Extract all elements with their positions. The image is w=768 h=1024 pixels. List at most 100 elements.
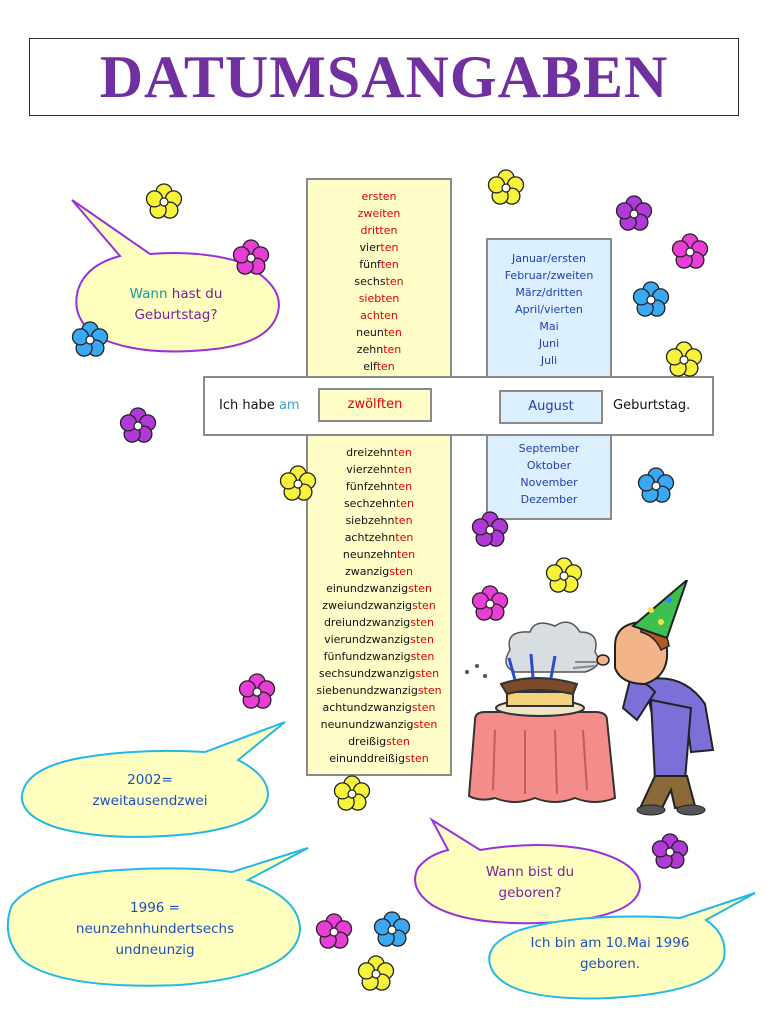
sentence-day-box: zwölften (318, 388, 432, 422)
ordinal-suffix: sten (410, 616, 435, 629)
ordinal-item: vierten (308, 239, 450, 256)
ordinal-suffix: ten (394, 514, 413, 527)
bubble-wann-bist-line2: geboren? (498, 885, 562, 901)
ordinal-suffix: achten (360, 309, 398, 322)
magenta-flower-icon (471, 585, 509, 621)
ordinal-item: fünften (308, 256, 450, 273)
month-item: Oktober (526, 459, 572, 472)
bubble-wann-hast-text: Wann hast du Geburtstag? (96, 284, 256, 326)
ordinal-suffix: sten (389, 565, 414, 578)
ordinal-suffix: sten (410, 633, 434, 646)
ordinal-stem: vierundzwanzig (324, 633, 411, 646)
month-item: März/dritten (515, 286, 583, 299)
bubble-answer-line1: Ich bin am 10.Mai 1996 (530, 935, 690, 951)
ordinal-item: einunddreißigsten (308, 750, 450, 767)
ordinal-stem: vier (359, 241, 381, 254)
month-item: Mai (539, 320, 559, 333)
ordinal-stem: einundzwanzig (326, 582, 409, 595)
ordinal-stem: elf (363, 360, 377, 373)
ordinal-suffix: ten (395, 531, 414, 544)
month-item: Februar/zweiten (504, 269, 594, 282)
ordinal-item: vierundzwanzigsten (308, 631, 450, 648)
ordinal-item: achten (308, 307, 450, 324)
ordinal-item: sechsten (308, 273, 450, 290)
ordinal-item: fünfundzwanzigsten (308, 648, 450, 665)
ordinal-item: achtundzwanzigsten (308, 699, 450, 716)
ordinal-stem: sechzehn (343, 497, 396, 510)
ordinal-stem: neun (356, 326, 384, 339)
ordinal-item: siebenundzwanzigsten (308, 682, 450, 699)
ordinal-stem: fünf (359, 258, 381, 271)
ordinal-suffix: sten (408, 582, 432, 595)
ordinal-item: dreiundzwanzigsten (308, 614, 450, 631)
ordinal-suffix: ten (376, 360, 395, 373)
yellow-flower-icon (487, 169, 525, 205)
speech-bubble-2002 (20, 721, 286, 838)
ordinal-suffix: sten (386, 735, 410, 748)
ordinal-item: zehnten (308, 341, 450, 358)
ordinal-item: vierzehnten (308, 461, 450, 478)
ordinal-suffix: sten (410, 650, 435, 663)
ordinal-suffix: ten (385, 275, 404, 288)
bubble-wann-word: Wann (129, 286, 168, 302)
ordinal-stem: sechs (354, 275, 386, 288)
bubble-1996-line2: neunzehnhundertsechs (75, 921, 235, 937)
purple-flower-icon (651, 833, 689, 869)
bubble-1996-line1: 1996 = (130, 900, 180, 916)
ordinal-suffix: ten (397, 548, 416, 561)
bubble-2002-line1: 2002= (127, 772, 173, 788)
blue-flower-icon (71, 321, 109, 357)
sentence-am: am (278, 398, 300, 413)
purple-flower-icon (615, 195, 653, 231)
ordinal-stem: sechsundzwanzig (318, 667, 416, 680)
ordinal-stem: achtzehn (344, 531, 396, 544)
sentence-bar: Ich habe am zwölften August Geburtstag. (203, 376, 714, 436)
ordinal-suffix: ten (383, 343, 402, 356)
yellow-flower-icon (357, 955, 395, 991)
month-item: Dezember (520, 493, 578, 506)
ordinal-stem: vierzehn (346, 463, 394, 476)
ordinal-item: dreizehnten (308, 444, 450, 461)
bubble-wann-bist-line1: Wann bist du (485, 864, 575, 880)
yellow-flower-icon (665, 341, 703, 377)
ordinal-stem: fünfundzwanzig (323, 650, 411, 663)
ordinal-suffix: sten (413, 718, 438, 731)
ordinal-suffix: ten (380, 241, 399, 254)
ordinal-stem: neunzehn (342, 548, 398, 561)
ordinal-item: neunzehnten (308, 546, 450, 563)
ordinal-stem: achtundzwanzig (322, 701, 412, 714)
ordinal-suffix: sten (417, 684, 442, 697)
ordinal-stem: zwanzig (344, 565, 390, 578)
ordinal-suffix: sten (404, 752, 429, 765)
ordinal-item: elften (308, 358, 450, 375)
ordinal-item: neunten (308, 324, 450, 341)
ordinal-suffix: ten (394, 480, 413, 493)
purple-flower-icon (471, 511, 509, 547)
yellow-flower-icon (279, 465, 317, 501)
ordinal-stem: zehn (356, 343, 384, 356)
bubble-hast-du: hast du (171, 286, 223, 302)
ordinal-suffix: ten (380, 258, 399, 271)
month-item: Januar/ersten (512, 252, 586, 265)
bubble-wann-bist-text: Wann bist du geboren? (440, 862, 620, 904)
ordinal-item: zweiundzwanzigsten (308, 597, 450, 614)
bubble-2002-line2: zweitausendzwei (92, 793, 208, 809)
sentence-month-box: August (499, 390, 603, 424)
ordinal-item: zweiten (308, 205, 450, 222)
bubble-geburtstag: Geburtstag? (134, 307, 218, 323)
ordinal-item: zwanzigsten (308, 563, 450, 580)
ordinal-stem: neunundzwanzig (320, 718, 414, 731)
ordinal-suffix: sten (412, 599, 436, 612)
bubble-1996-text: 1996 = neunzehnhundertsechs undneunzig (40, 898, 270, 961)
ordinal-suffix: ten (393, 446, 412, 459)
ordinal-item: einundzwanzigsten (308, 580, 450, 597)
page-title: DATUMSANGABEN (99, 43, 669, 110)
ordinal-item: siebten (308, 290, 450, 307)
speech-bubble-answer (488, 892, 756, 1000)
ordinal-stem: siebzehn (345, 514, 395, 527)
ordinal-stem: dreiundzwanzig (323, 616, 411, 629)
